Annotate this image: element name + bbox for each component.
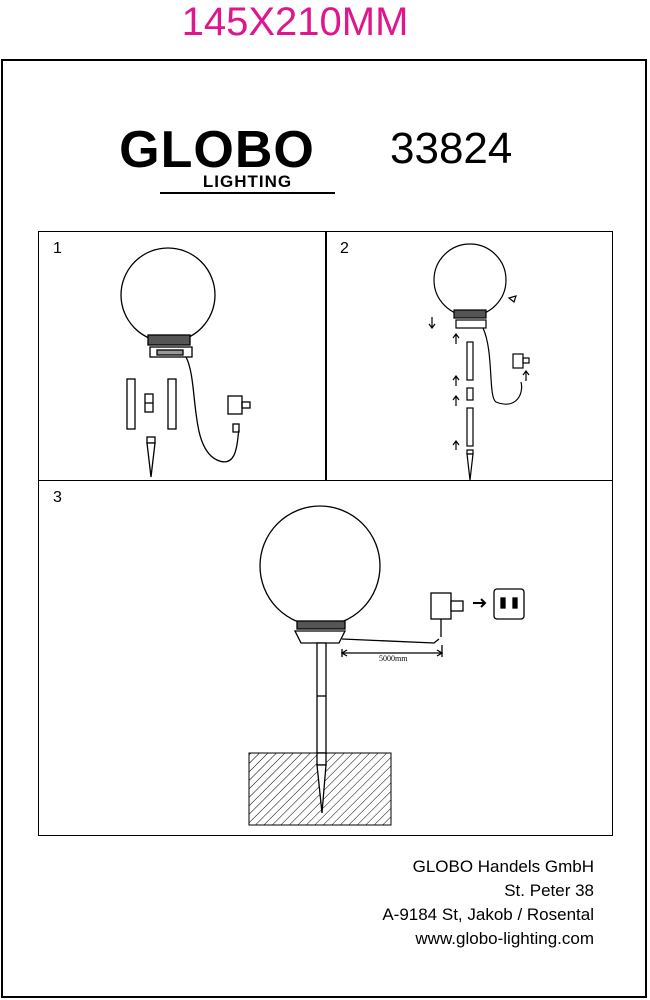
page-frame: [1, 59, 647, 998]
thread-ring: [453, 309, 487, 319]
arrow-icon: [452, 440, 460, 450]
cable: [482, 327, 523, 405]
logo-sub: LIGHTING: [202, 172, 293, 191]
pole-connector: [466, 387, 474, 401]
step-2-illustration: [428, 243, 530, 481]
pole-section: [466, 407, 474, 447]
pole-section: [167, 378, 177, 430]
arrow-icon: [452, 333, 460, 344]
city: A-9184 St, Jakob / Rosental: [382, 905, 594, 924]
logo-underline: [160, 192, 335, 194]
step-2-panel: 2: [325, 231, 613, 481]
cable: [341, 638, 440, 644]
company-name: GLOBO Handels GmbH: [412, 857, 594, 876]
ground-spike: [466, 453, 474, 481]
ground-spike: [146, 442, 156, 478]
step-number: 1: [53, 240, 62, 257]
logo-brand: GLOBO: [119, 121, 315, 179]
step-3-illustration: 5000mm: [248, 505, 525, 826]
globo-lighting-logo: GLOBO LIGHTING: [92, 122, 342, 202]
thread-ring: [147, 334, 191, 346]
lamp-base: [455, 319, 487, 329]
power-adapter: [512, 353, 524, 369]
model-number: 33824: [390, 124, 513, 173]
arrow-icon: [452, 395, 460, 406]
lamp-base: [293, 630, 347, 644]
website-link[interactable]: www.globo-lighting.com: [415, 929, 594, 948]
pole-section: [126, 378, 136, 430]
cable-length-label: 5000mm: [379, 654, 408, 663]
thread-ring: [296, 620, 346, 630]
power-adapter: [430, 592, 452, 620]
screw-icon: [507, 295, 517, 304]
step-1-illustration: [120, 247, 251, 478]
step-3-panel: 3: [38, 480, 613, 836]
globe-shade: [259, 505, 381, 627]
globe-shade: [433, 243, 507, 317]
pole-section: [466, 341, 474, 381]
wall-socket: [493, 588, 525, 620]
power-adapter: [227, 395, 243, 415]
street: St. Peter 38: [504, 881, 594, 900]
arrow-icon: [473, 598, 487, 608]
globe-shade: [120, 247, 216, 343]
arrow-icon: [428, 317, 436, 329]
step-1-panel: 1: [38, 231, 327, 481]
print-size-label: 145X210MM: [181, 0, 409, 44]
pole: [316, 642, 327, 754]
cable: [185, 356, 240, 463]
ground-spike: [316, 764, 327, 814]
step-number: 2: [340, 240, 349, 257]
step-number: 3: [53, 489, 62, 506]
company-address: GLOBO Handels GmbH St. Peter 38 A-9184 S…: [382, 855, 594, 951]
arrow-icon: [522, 370, 530, 381]
arrow-icon: [452, 375, 460, 386]
